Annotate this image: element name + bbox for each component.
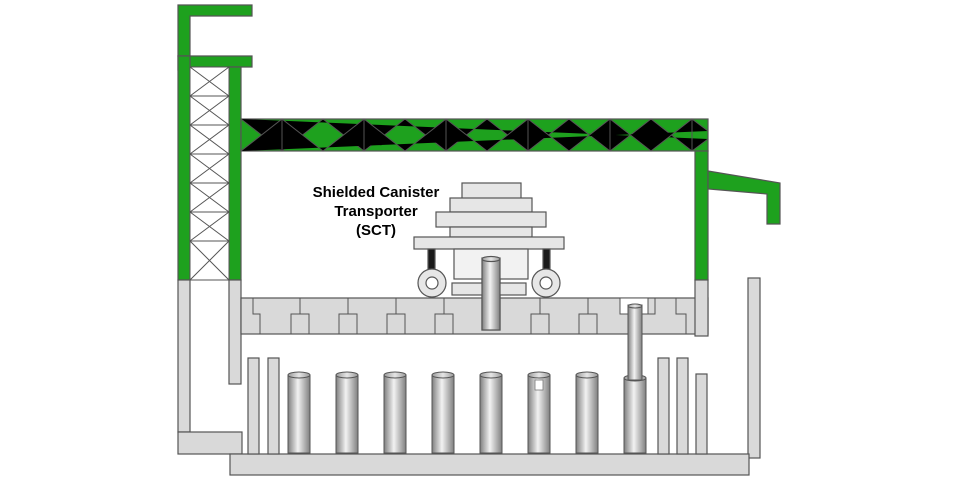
shield-plate	[676, 357, 689, 455]
vault-left-outer-wall	[177, 279, 191, 433]
transporter-plate	[449, 226, 533, 238]
transporter-top-flange	[449, 197, 533, 213]
canister	[383, 371, 407, 454]
vault-right-outer-wall	[747, 277, 761, 459]
floor-plugs	[252, 298, 687, 334]
vault-right-wall-upper	[694, 279, 709, 337]
vent-stack-lattice	[189, 66, 230, 281]
vault-left-footing	[177, 431, 243, 455]
shield-plate	[695, 373, 708, 455]
canister	[431, 371, 455, 454]
transporter-wheel	[417, 268, 447, 298]
right-wall	[694, 150, 709, 281]
roof-truss-lattice	[240, 118, 709, 152]
canister	[335, 371, 359, 454]
canister	[287, 371, 311, 454]
storage-vault	[177, 277, 761, 476]
lift-rod	[627, 303, 643, 381]
storage-canisters	[287, 371, 647, 454]
vent-stack-right-wall	[228, 66, 242, 281]
vent-stack-hook-top	[177, 4, 253, 57]
vent-stack-interior	[189, 66, 230, 281]
vault-left-inner-wall	[228, 279, 242, 385]
sct-label-line-2: Transporter	[334, 203, 418, 220]
canister	[575, 371, 599, 454]
transporter-wheel	[531, 268, 561, 298]
shield-plate	[657, 357, 670, 455]
sct-label-line-1: Shielded Canister	[312, 184, 440, 201]
shielded-canister-transporter	[413, 182, 565, 331]
vault-base-slab	[229, 453, 750, 476]
sct-label: Shielded Canister Transporter (SCT)	[290, 183, 462, 240]
canister-being-lowered	[623, 374, 647, 454]
sct-label-line-3: (SCT)	[356, 222, 396, 239]
canister	[479, 371, 503, 454]
canister-open	[527, 371, 551, 454]
right-overhang	[707, 170, 781, 225]
vent-stack-left-wall	[177, 55, 191, 281]
shield-plate	[247, 357, 260, 455]
shield-plate	[267, 357, 280, 455]
